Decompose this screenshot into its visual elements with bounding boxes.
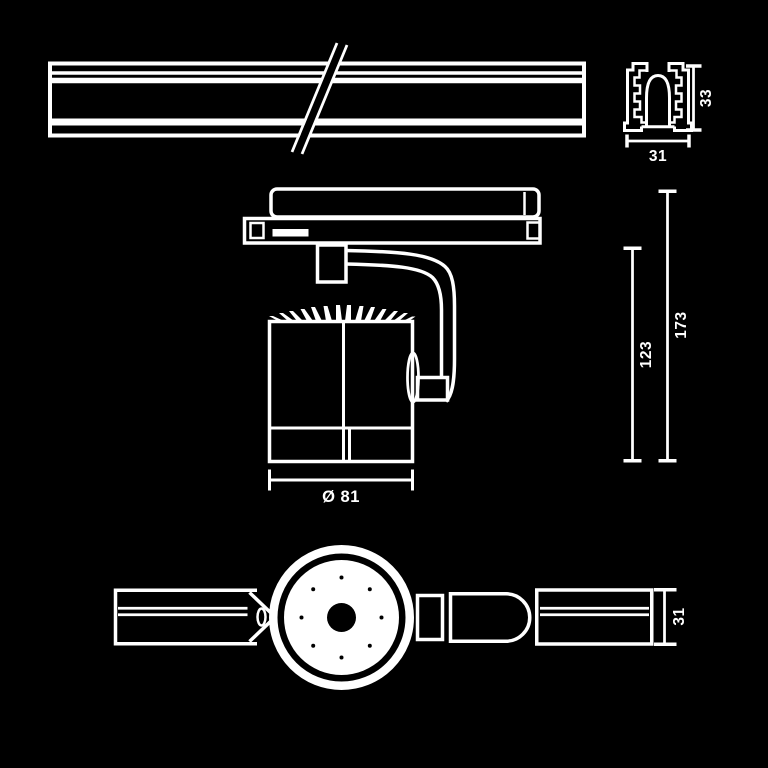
spotlight-head	[267, 305, 416, 464]
rail-right-outline	[535, 588, 654, 646]
track-adapter	[242, 187, 542, 245]
break-core	[293, 42, 346, 156]
top-view-track-width-dimension: 31	[654, 588, 688, 646]
profile-height-label: 33	[698, 89, 715, 107]
screw-dot	[311, 643, 316, 648]
screw-dots	[299, 575, 384, 660]
head-height-label: 123	[638, 341, 655, 368]
profile-width-label: 31	[649, 148, 667, 165]
adapter-top-housing	[269, 187, 541, 219]
suspension-arm	[315, 243, 457, 404]
fixture-top-view	[113, 545, 654, 690]
diameter-dimension: Ø 81	[268, 469, 414, 506]
track-cross-section	[623, 62, 693, 132]
break-edge-left	[290, 42, 339, 153]
screw-dot	[339, 655, 344, 660]
screw-dot	[311, 587, 316, 592]
arm-outer-edge	[344, 248, 457, 403]
head-diameter-label: Ø 81	[322, 488, 360, 506]
adapter-end-detail-right	[526, 221, 542, 240]
adapter-block-top-view	[415, 593, 445, 642]
screw-dot	[367, 643, 372, 648]
stem-block	[315, 243, 348, 284]
adapter-switch-detail	[272, 229, 309, 237]
profile-right-wall	[667, 62, 693, 132]
head-height-dimension: 123	[623, 246, 655, 463]
clamp-taper-lower	[248, 619, 273, 643]
heat-sink-fins	[269, 305, 416, 321]
screw-dot	[367, 587, 372, 592]
profile-left-wall	[623, 62, 649, 132]
profile-right-steps	[668, 69, 683, 124]
hinge-block	[415, 375, 450, 402]
clamp-taper-upper	[248, 591, 273, 615]
screw-dot	[379, 615, 384, 620]
screw-dot	[299, 615, 304, 620]
total-height-label: 173	[673, 311, 690, 338]
profile-center-dome	[645, 73, 671, 127]
head-outer-ring	[269, 545, 414, 690]
head-center-hole	[327, 603, 356, 632]
head-body	[267, 319, 415, 464]
break-mark	[290, 42, 349, 156]
screw-dot	[339, 575, 344, 580]
clamp-pivot-oval	[256, 607, 267, 627]
arm-housing-top-view	[448, 592, 532, 643]
track-side-view	[48, 42, 586, 156]
cross-section-height-dimension: 33	[686, 64, 715, 132]
rail-outline	[48, 61, 586, 138]
arm-inner-edge	[345, 262, 444, 377]
adapter-end-detail-left	[249, 221, 265, 240]
cross-section-width-dimension: 31	[625, 134, 691, 165]
total-height-dimension: 173	[658, 189, 690, 463]
profile-left-steps	[633, 69, 648, 124]
break-edge-right	[300, 44, 349, 155]
track-width-label: 31	[671, 607, 688, 625]
rail-left-outline	[113, 588, 257, 646]
